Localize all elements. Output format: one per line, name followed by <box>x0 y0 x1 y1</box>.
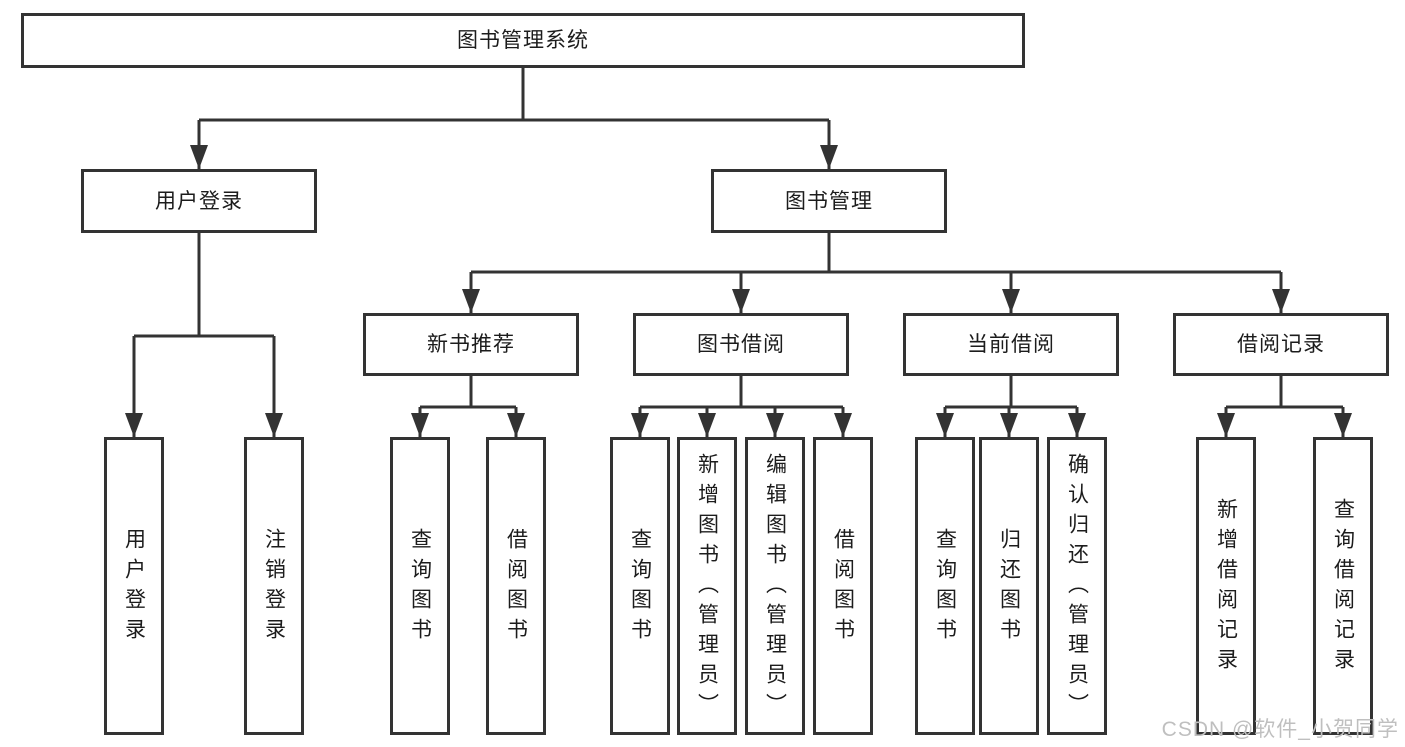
node-leaf-query-borrow-record: 查询借阅记录 <box>1313 437 1373 735</box>
node-book-borrowing: 图书借阅 <box>633 313 849 376</box>
csdn-watermark: CSDN @软件_小贺同学 <box>1161 718 1399 741</box>
node-leaf-user-login: 用户登录 <box>104 437 164 735</box>
node-leaf-borrow-books-2: 借阅图书 <box>813 437 873 735</box>
node-new-book-recommend: 新书推荐 <box>363 313 579 376</box>
node-leaf-logout: 注销登录 <box>244 437 304 735</box>
node-leaf-query-books-2: 查询图书 <box>610 437 670 735</box>
node-leaf-add-books-admin: 新增图书（管理员） <box>677 437 737 735</box>
node-leaf-add-borrow-record: 新增借阅记录 <box>1196 437 1256 735</box>
node-current-borrowing: 当前借阅 <box>903 313 1119 376</box>
node-borrowing-records: 借阅记录 <box>1173 313 1389 376</box>
node-leaf-query-books-3: 查询图书 <box>915 437 975 735</box>
node-user-login: 用户登录 <box>81 169 317 233</box>
node-leaf-edit-books-admin: 编辑图书（管理员） <box>745 437 805 735</box>
node-leaf-return-books: 归还图书 <box>979 437 1039 735</box>
node-leaf-borrow-books-1: 借阅图书 <box>486 437 546 735</box>
node-leaf-confirm-return-admin: 确认归还（管理员） <box>1047 437 1107 735</box>
node-leaf-query-books-1: 查询图书 <box>390 437 450 735</box>
node-root-system: 图书管理系统 <box>21 13 1025 68</box>
node-book-management: 图书管理 <box>711 169 947 233</box>
